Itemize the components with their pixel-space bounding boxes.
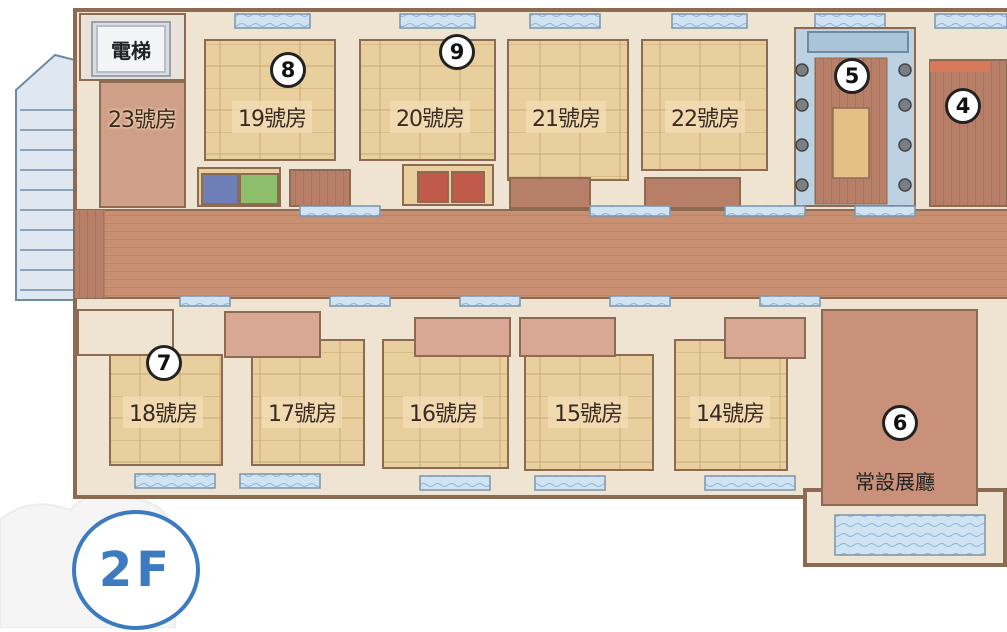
marker-5: 5	[834, 58, 870, 94]
room-23	[99, 81, 186, 208]
room-5	[794, 27, 916, 207]
top-windows	[234, 13, 1007, 29]
room-label-23: 23號房	[108, 108, 177, 133]
marker-8: 8	[270, 52, 306, 88]
room-label-14: 14號房	[690, 396, 770, 428]
marker-6: 6	[882, 405, 918, 441]
main-corridor	[74, 209, 1007, 299]
top-alcoves	[197, 164, 741, 209]
room-label-19: 19號房	[232, 101, 312, 133]
room-label-15: 15號房	[548, 396, 628, 428]
room-label-21: 21號房	[526, 101, 606, 133]
floor-indicator-badge: 2F	[72, 510, 200, 630]
marker-4: 4	[945, 88, 981, 124]
exhibition-hall-label: 常設展廳	[855, 470, 935, 494]
room-label-20: 20號房	[390, 101, 470, 133]
elevator-label: 電梯	[111, 38, 151, 63]
room-4	[929, 59, 1007, 207]
top-rooms	[204, 39, 768, 181]
room-label-22: 22號房	[665, 101, 745, 133]
room-label-18: 18號房	[123, 396, 203, 428]
marker-9: 9	[439, 34, 475, 70]
corridor-windows	[179, 205, 916, 307]
elevator	[79, 13, 186, 81]
room-label-17: 17號房	[262, 396, 342, 428]
room-label-16: 16號房	[403, 396, 483, 428]
marker-7: 7	[146, 345, 182, 381]
staircase-left	[15, 53, 76, 301]
bottom-windows	[134, 473, 796, 491]
